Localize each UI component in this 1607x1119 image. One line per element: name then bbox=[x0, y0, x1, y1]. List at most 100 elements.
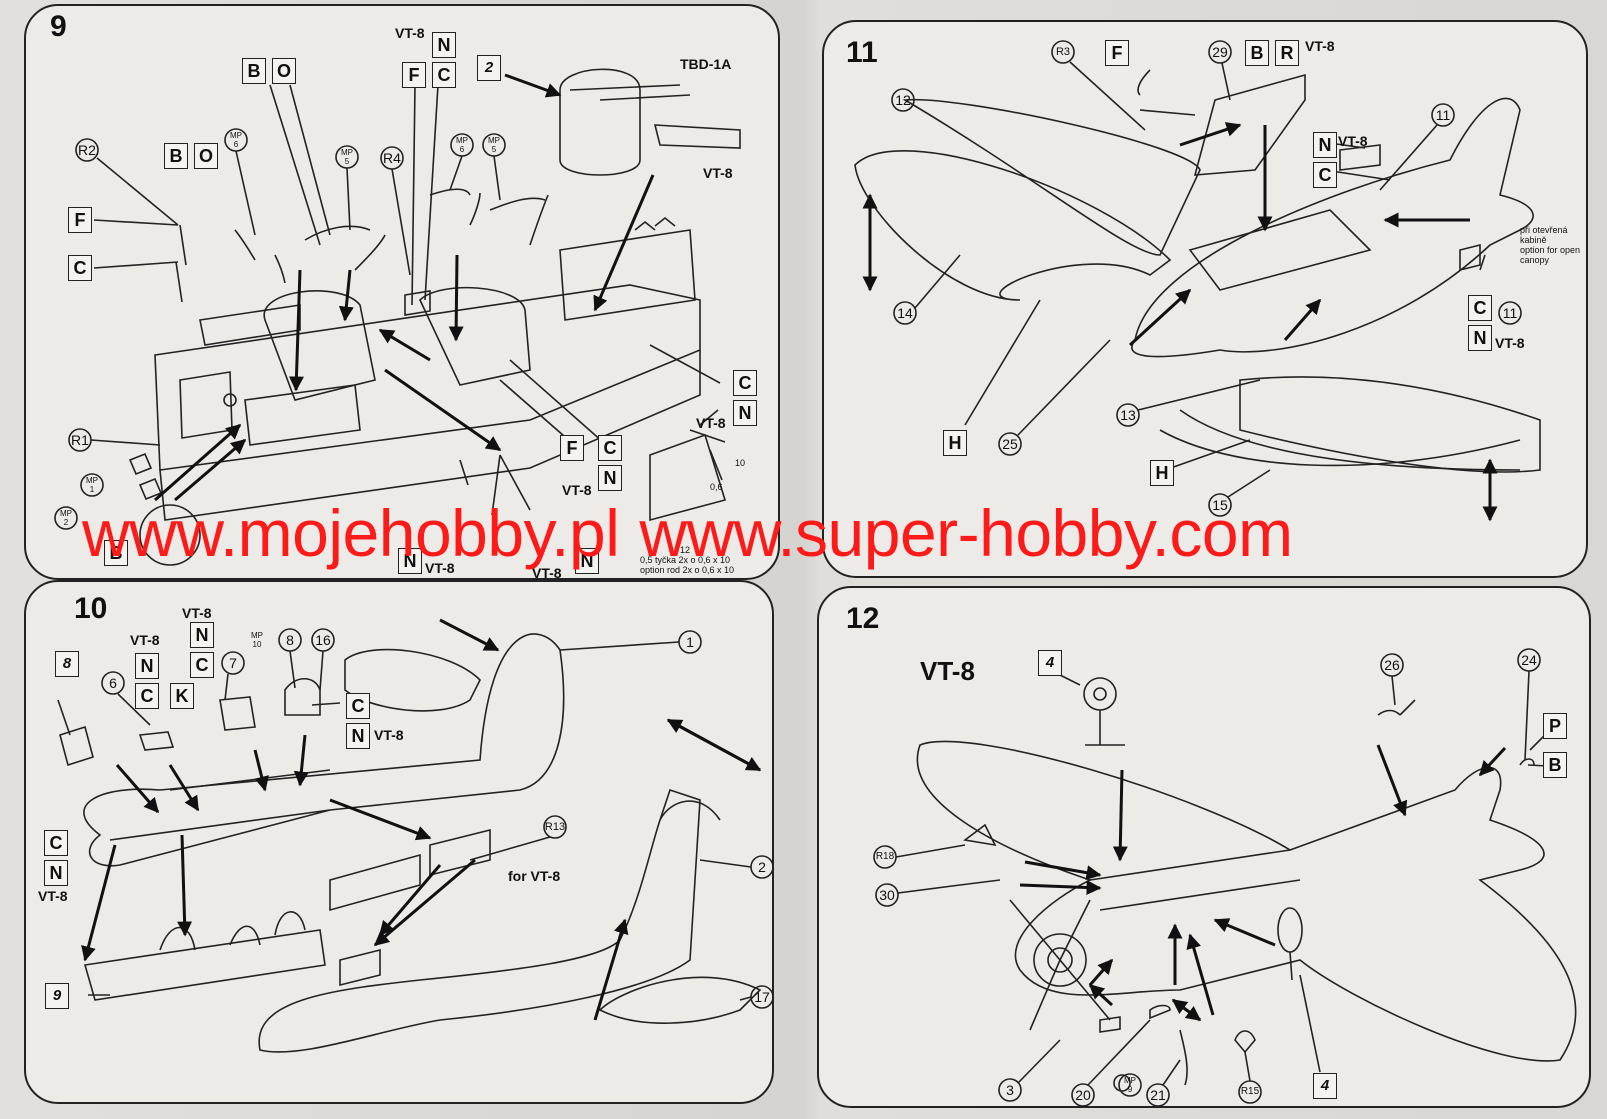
part-box-N: N bbox=[432, 32, 456, 58]
canopy-note-cz1: při otevřená bbox=[1520, 225, 1568, 235]
callout-20: 20 bbox=[1075, 1087, 1091, 1103]
panel-step-12 bbox=[817, 586, 1591, 1108]
part-box-P: P bbox=[1543, 713, 1567, 739]
label-vt8: VT-8 bbox=[703, 165, 733, 181]
callout-16: 16 bbox=[315, 632, 331, 648]
callout-R4: R4 bbox=[383, 150, 401, 166]
label-vt8: VT-8 bbox=[562, 482, 592, 498]
part-box-F: F bbox=[560, 435, 584, 461]
part-box-B: B bbox=[1245, 40, 1269, 66]
part-box-R: R bbox=[1275, 40, 1299, 66]
callout-11: 11 bbox=[1435, 107, 1451, 123]
callout-R13: R13 bbox=[544, 821, 566, 833]
part-box-F: F bbox=[1105, 40, 1129, 66]
callout-14: 14 bbox=[897, 305, 913, 321]
step-number-11: 11 bbox=[846, 36, 878, 69]
part-box-4: 4 bbox=[1038, 650, 1062, 676]
dimension-12: 12 bbox=[680, 545, 691, 555]
label-for-vt8: for VT-8 bbox=[508, 868, 561, 884]
part-box-C: C bbox=[346, 693, 370, 719]
callout-17: 17 bbox=[754, 989, 770, 1005]
label-tbd-1a: TBD-1A bbox=[680, 56, 732, 72]
rod-note-cz: 0,5 tyčka 2x o 0,6 x 10 bbox=[640, 555, 731, 565]
callout-8: 8 bbox=[286, 632, 294, 648]
label-vt8: VT-8 bbox=[1338, 133, 1368, 149]
part-box-B: B bbox=[242, 58, 266, 84]
part-box-4: 4 bbox=[1313, 1073, 1337, 1099]
watermark-url-superhobby: www.super-hobby.com bbox=[639, 496, 1293, 570]
callout-6: 6 bbox=[109, 675, 117, 691]
part-box-8: 8 bbox=[55, 651, 79, 677]
label-vt8: VT-8 bbox=[182, 605, 212, 621]
label-vt8: VT-8 bbox=[374, 727, 404, 743]
callout-R1: R1 bbox=[71, 432, 89, 448]
part-box-N: N bbox=[1313, 132, 1337, 158]
callout-21: 21 bbox=[1150, 1087, 1166, 1103]
part-box-C: C bbox=[598, 435, 622, 461]
label-vt8: VT-8 bbox=[1495, 335, 1525, 351]
callout-2: 2 bbox=[758, 859, 766, 875]
callout-12: 12 bbox=[895, 92, 911, 108]
label-vt8: VT-8 bbox=[425, 560, 455, 576]
part-box-C: C bbox=[44, 830, 68, 856]
callout-R18: R18 bbox=[875, 851, 895, 862]
part-box-N: N bbox=[44, 860, 68, 886]
label-vt8: VT-8 bbox=[532, 565, 562, 581]
callout-24: 24 bbox=[1521, 652, 1537, 668]
callout-26: 26 bbox=[1384, 657, 1400, 673]
watermark: www.mojehobby.pl www.super-hobby.com bbox=[82, 495, 1562, 571]
part-box-C: C bbox=[432, 62, 456, 88]
dimension-0-6: 0,6 bbox=[710, 482, 723, 492]
step-number-12: 12 bbox=[846, 602, 880, 635]
watermark-url-mojehobby: www.mojehobby.pl bbox=[82, 496, 620, 570]
part-box-O: O bbox=[194, 143, 218, 169]
label-vt8: VT-8 bbox=[1305, 38, 1335, 54]
part-box-N: N bbox=[1468, 325, 1492, 351]
callout-R2: R2 bbox=[78, 142, 96, 158]
part-box-F: F bbox=[68, 207, 92, 233]
part-box-C: C bbox=[135, 683, 159, 709]
label-vt8: VT-8 bbox=[395, 25, 425, 41]
part-box-N: N bbox=[190, 622, 214, 648]
part-box-F: F bbox=[402, 62, 426, 88]
part-box-C: C bbox=[733, 370, 757, 396]
panel-step-11 bbox=[822, 20, 1588, 578]
label-vt8: VT-8 bbox=[38, 888, 68, 904]
callout-25: 25 bbox=[1002, 436, 1018, 452]
callout-R3: R3 bbox=[1055, 46, 1071, 58]
part-box-N: N bbox=[398, 548, 422, 574]
callout-13: 13 bbox=[1120, 407, 1136, 423]
part-box-C: C bbox=[190, 652, 214, 678]
canopy-note-en1: option for open bbox=[1520, 245, 1581, 255]
callout-R15: R15 bbox=[1240, 1086, 1260, 1097]
canopy-note-en2: canopy bbox=[1520, 255, 1550, 265]
part-box-N: N bbox=[575, 548, 599, 574]
step-number-10: 10 bbox=[74, 592, 108, 625]
label-vt8: VT-8 bbox=[130, 632, 160, 648]
callout-30: 30 bbox=[879, 887, 895, 903]
part-box-2: 2 bbox=[477, 55, 501, 81]
callout-11: 11 bbox=[1502, 305, 1518, 321]
step12-version-label: VT-8 bbox=[920, 656, 975, 686]
part-box-K: K bbox=[170, 683, 194, 709]
part-box-N: N bbox=[135, 653, 159, 679]
part-box-N: N bbox=[733, 400, 757, 426]
rod-note-en: option rod 2x o 0,6 x 10 bbox=[640, 565, 735, 575]
part-box-N: N bbox=[346, 723, 370, 749]
callout-15: 15 bbox=[1212, 497, 1228, 513]
part-box-9: 9 bbox=[45, 983, 69, 1009]
callout-7: 7 bbox=[229, 655, 237, 671]
part-box-B: B bbox=[164, 143, 188, 169]
callout-3: 3 bbox=[1006, 1082, 1014, 1098]
dimension-10: 10 bbox=[735, 458, 746, 468]
callout-1: 1 bbox=[686, 634, 694, 650]
part-box-N: N bbox=[598, 465, 622, 491]
